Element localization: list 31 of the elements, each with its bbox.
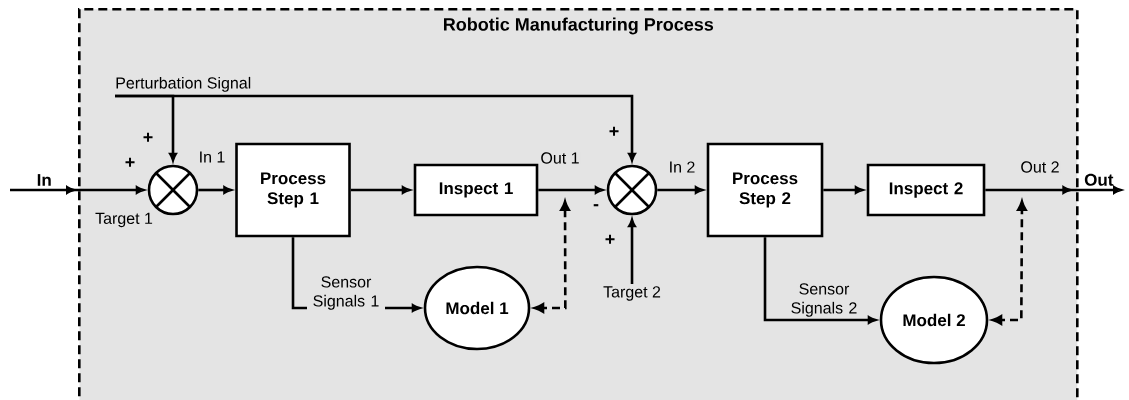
signal-label: Perturbation Signal	[116, 76, 251, 92]
process-box: Inspect 1	[413, 163, 539, 217]
edge-label: In 2	[667, 160, 697, 174]
signal-label: Target 2	[603, 286, 661, 301]
edge-label: Out 2	[1019, 160, 1061, 174]
summing-junction	[606, 164, 658, 216]
sign-label: +	[125, 157, 135, 167]
sign-label: -	[593, 204, 599, 207]
arrow	[115, 94, 636, 162]
edge-label: Sensor Signals 1	[307, 275, 385, 311]
edge-label: Sensor Signals 2	[785, 282, 863, 318]
arrow	[657, 186, 704, 194]
signal-label: Out	[1084, 173, 1114, 186]
arrow	[538, 186, 604, 194]
signal-label: In	[37, 174, 51, 186]
arrow	[350, 186, 411, 194]
sign-label: +	[609, 126, 619, 136]
process-box: Inspect 2	[866, 163, 986, 217]
process-box: Process Step 1	[235, 142, 351, 238]
arrow	[763, 237, 877, 324]
arrow	[198, 186, 232, 194]
arrow	[10, 186, 145, 194]
sign-label: +	[605, 234, 615, 244]
arrow	[985, 186, 1122, 194]
dashed-arrow	[533, 200, 570, 313]
arrow	[823, 186, 864, 194]
arrow	[628, 218, 636, 284]
dashed-arrow	[991, 200, 1027, 325]
sign-label: +	[143, 132, 153, 142]
process-box: Process Step 2	[706, 142, 824, 238]
edge-label: Out 1	[539, 151, 581, 165]
